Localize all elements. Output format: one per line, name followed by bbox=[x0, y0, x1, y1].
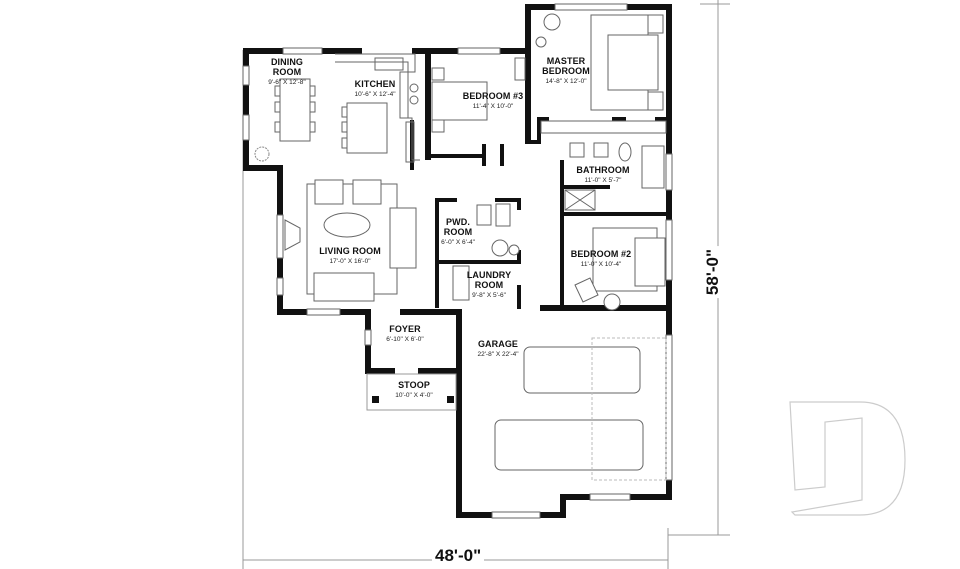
room-laundry: LAUNDRY ROOM 9'-8" X 5'-6" bbox=[466, 270, 512, 299]
room-name: GARAGE bbox=[477, 339, 519, 349]
room-foyer: FOYER 6'-10" X 6'-0" bbox=[381, 324, 429, 343]
pwd-laundry-fixtures bbox=[452, 203, 520, 301]
room-master-bedroom: MASTER BEDROOM 14'-8" X 12'-0" bbox=[536, 56, 596, 85]
living-room-furniture bbox=[284, 179, 417, 302]
room-dimensions: 22'-8" X 22'-4" bbox=[477, 350, 519, 358]
room-bathroom: BATHROOM 11'-0" X 5'-7" bbox=[572, 165, 634, 184]
master-bedroom-furniture bbox=[535, 13, 667, 134]
room-name: DINING ROOM bbox=[270, 57, 304, 77]
room-name-line2: ROOM bbox=[443, 226, 473, 237]
bathroom-fixtures bbox=[564, 142, 665, 211]
room-name: KITCHEN bbox=[354, 79, 396, 89]
room-bedroom3: BEDROOM #3 11'-4" X 10'-0" bbox=[460, 91, 526, 110]
room-dimensions: 14'-8" X 12'-0" bbox=[545, 77, 587, 85]
room-dimensions: 11'-0" X 5'-7" bbox=[584, 176, 622, 184]
room-stoop: STOOP 10'-0" X 4'-0" bbox=[389, 380, 439, 399]
room-name: BATHROOM bbox=[576, 165, 630, 175]
room-name-line2: ROOM bbox=[474, 279, 504, 290]
d-logo-icon bbox=[789, 401, 906, 516]
overall-depth-label: 58'-0" bbox=[703, 245, 724, 299]
room-bedroom2: BEDROOM #2 11'-0" X 10'-4" bbox=[568, 249, 634, 268]
room-dimensions: 6'-10" X 6'-0" bbox=[386, 335, 424, 343]
room-name: FOYER bbox=[389, 324, 421, 334]
room-dimensions: 10'-6" X 12'-4" bbox=[354, 90, 396, 98]
room-name: LIVING ROOM bbox=[319, 246, 381, 256]
room-pwd: PWD. ROOM 6'-0" X 6'-4" bbox=[438, 217, 478, 246]
room-dimensions: 11'-4" X 10'-0" bbox=[472, 102, 514, 110]
windows bbox=[242, 3, 673, 519]
kitchen-cabinets bbox=[335, 53, 420, 163]
stoop bbox=[372, 396, 454, 403]
room-name-line1: MASTER bbox=[546, 56, 586, 66]
room-dimensions: 10'-0" X 4'-0" bbox=[395, 391, 433, 399]
room-dimensions: 9'-6" X 12'-8" bbox=[268, 78, 306, 86]
overall-width-label: 48'-0" bbox=[432, 546, 485, 566]
room-name: STOOP bbox=[398, 380, 430, 390]
dining-table bbox=[254, 78, 388, 162]
room-dimensions: 11'-0" X 10'-4" bbox=[580, 260, 622, 268]
bedroom3-furniture bbox=[431, 57, 526, 133]
room-name-line1: PWD. bbox=[446, 217, 470, 227]
room-dimensions: 17'-0" X 16'-0" bbox=[329, 257, 371, 265]
room-name: BEDROOM #2 bbox=[570, 249, 632, 259]
room-garage: GARAGE 22'-8" X 22'-4" bbox=[472, 339, 524, 358]
room-name: BEDROOM #3 bbox=[462, 91, 524, 101]
room-name-line1: LAUNDRY bbox=[466, 270, 512, 280]
room-living: LIVING ROOM 17'-0" X 16'-0" bbox=[317, 246, 383, 265]
room-dimensions: 6'-0" X 6'-4" bbox=[441, 238, 475, 246]
room-kitchen: KITCHEN 10'-6" X 12'-4" bbox=[345, 79, 405, 98]
room-dimensions: 9'-8" X 5'-6" bbox=[472, 291, 506, 299]
room-dining: DINING ROOM 9'-6" X 12'-8" bbox=[256, 57, 318, 86]
garage-cars bbox=[494, 337, 667, 481]
bedroom2-furniture bbox=[574, 227, 666, 311]
room-name-line2: BEDROOM bbox=[542, 65, 590, 76]
